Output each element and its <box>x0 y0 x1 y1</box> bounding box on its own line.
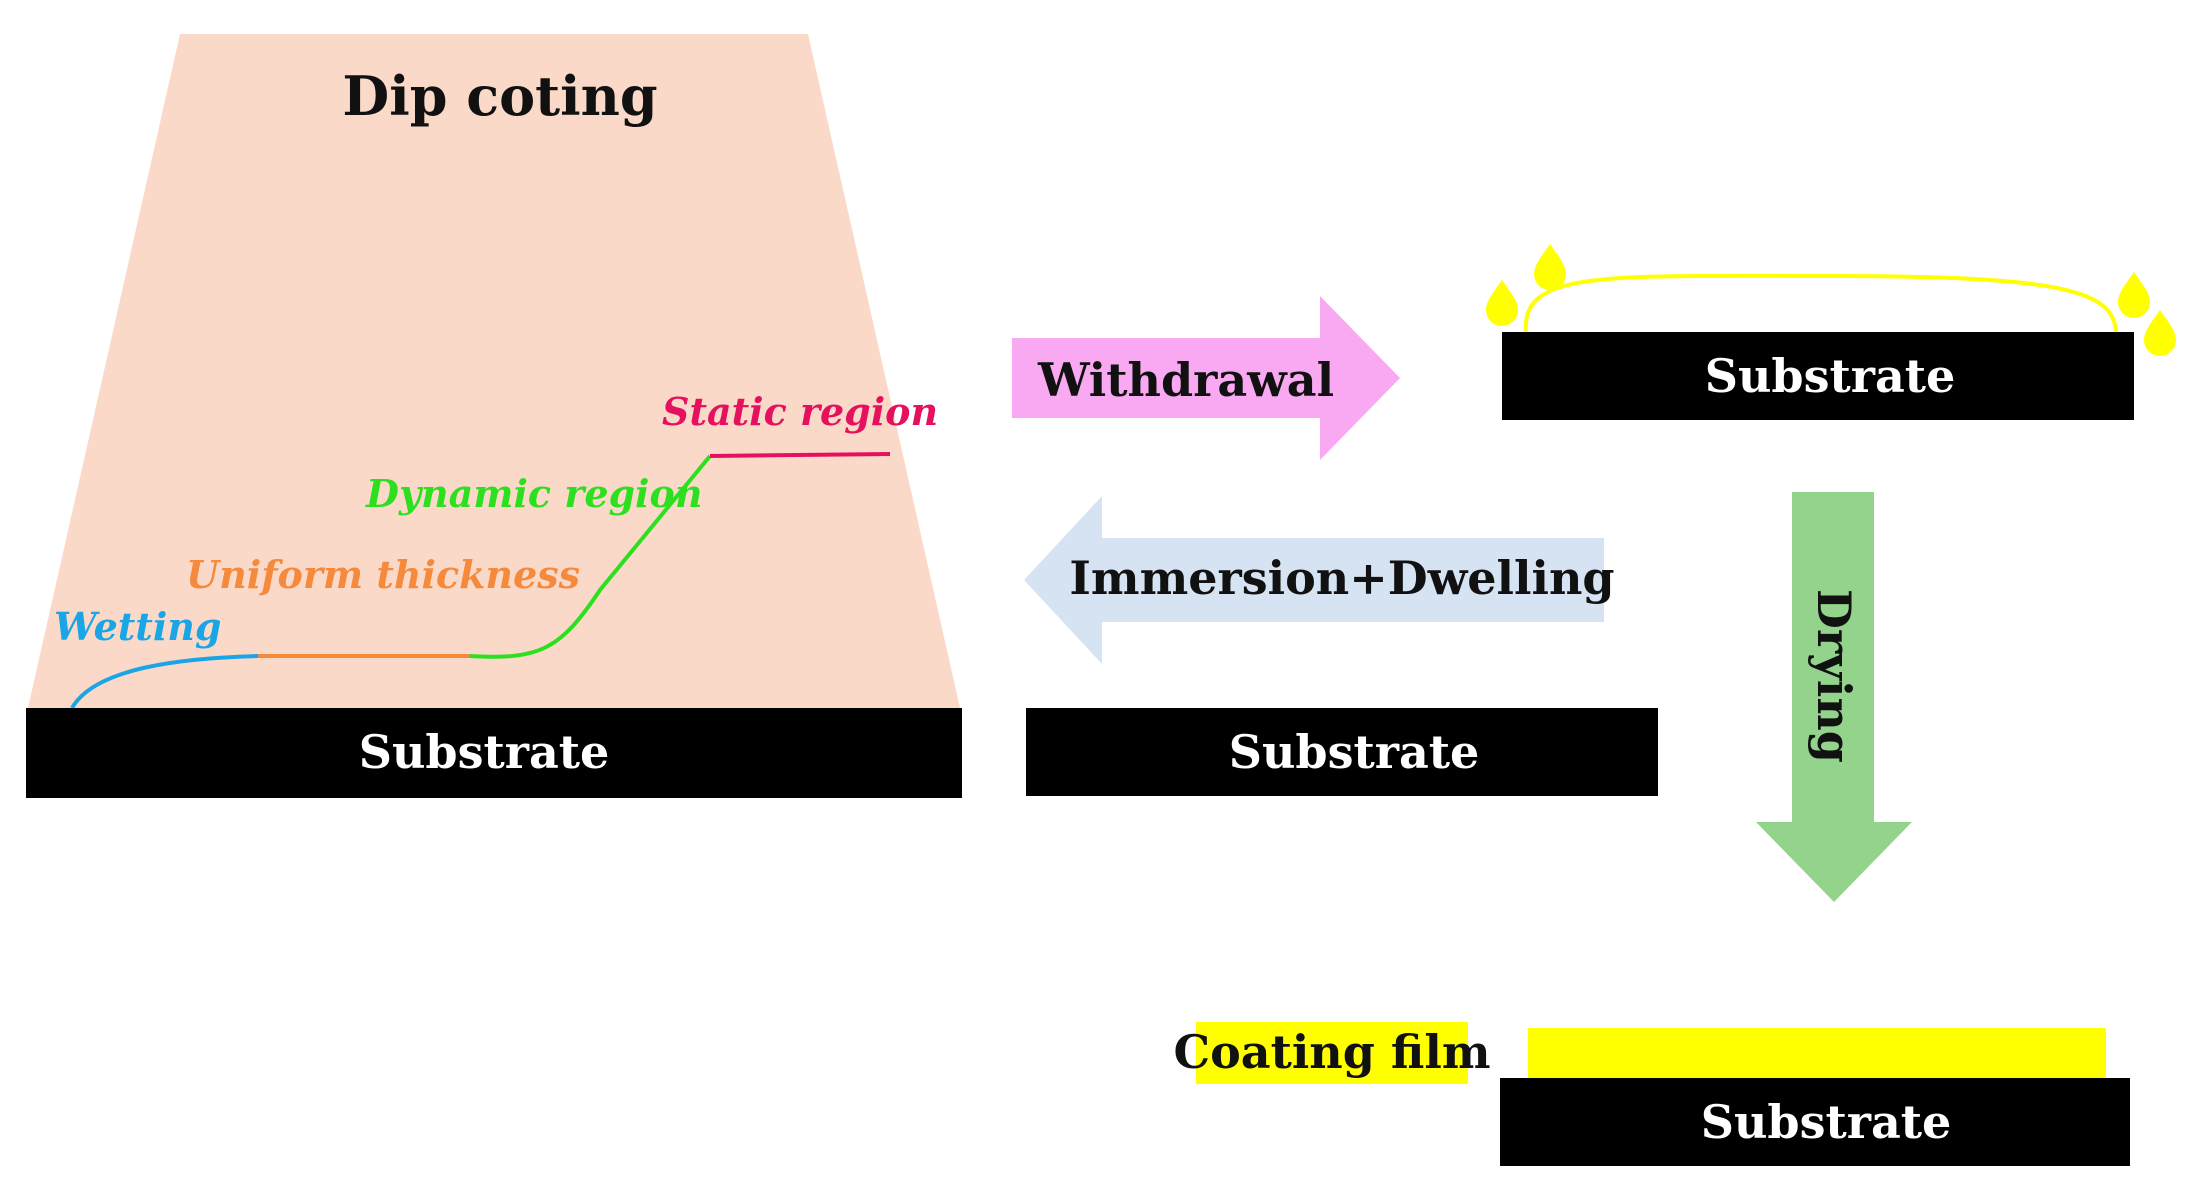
wetting-label: Wetting <box>54 604 222 649</box>
coating-film <box>1528 1028 2106 1078</box>
diagram-title: Dip coting <box>342 64 657 128</box>
dynamic-region-curve <box>469 454 712 659</box>
droplet-icon <box>2118 272 2150 318</box>
drying-arrow <box>1756 492 1912 902</box>
substrate-immersed-label: Substrate <box>1229 725 1480 779</box>
wet-film-curve <box>1523 273 2118 335</box>
static-region-label: Static region <box>662 389 938 434</box>
immersion-dwelling-arrow <box>1024 496 1604 664</box>
withdrawal-arrow <box>1012 296 1400 460</box>
wetting-curve <box>70 654 259 710</box>
substrate-final-label: Substrate <box>1701 1095 1952 1149</box>
substrate-withdrawn <box>1502 332 2134 420</box>
substrate-main <box>26 708 962 798</box>
immersion-dwelling-label: Immersion+Dwelling <box>1069 551 1614 605</box>
dynamic-region-label: Dynamic region <box>365 471 702 516</box>
substrate-withdrawn-label: Substrate <box>1705 349 1956 403</box>
uniform-thickness-label: Uniform thickness <box>186 552 580 597</box>
coating-film-label: Coating film <box>1173 1025 1490 1079</box>
coating-bath <box>28 34 960 708</box>
substrate-immersed <box>1026 708 1658 796</box>
withdrawal-label: Withdrawal <box>1037 353 1334 407</box>
substrate-main-label: Substrate <box>359 725 610 779</box>
substrate-final <box>1500 1078 2130 1166</box>
droplet-icon <box>1486 280 1518 326</box>
droplet-icon <box>1534 244 1566 290</box>
drying-label: Drying <box>1807 589 1861 763</box>
static-region-line <box>709 452 891 458</box>
droplet-icon <box>2144 310 2176 356</box>
coating-film-label-highlight <box>1196 1022 1468 1084</box>
